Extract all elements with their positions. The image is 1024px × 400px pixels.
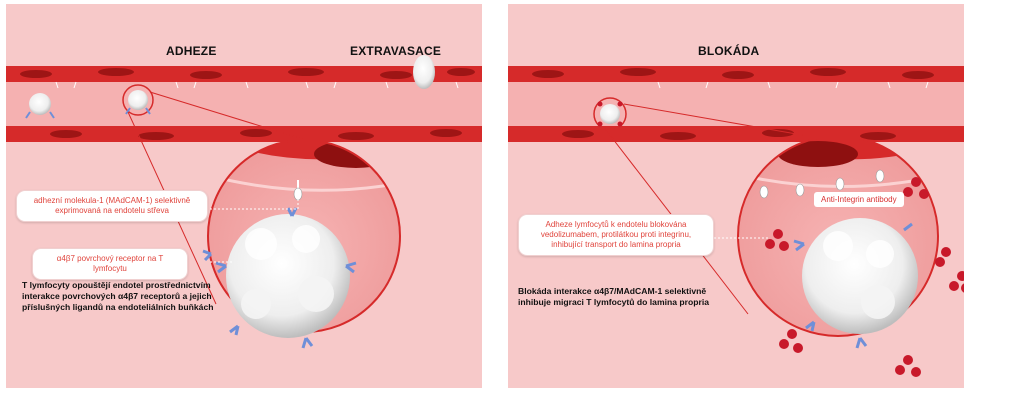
vessel-wall-bottom [508, 126, 964, 142]
lymphocyte-large [802, 218, 918, 334]
lymphocyte-small [25, 93, 55, 119]
lymphocyte-blocked-highlighted [593, 97, 627, 131]
label-adhesion: ADHEZE [166, 44, 217, 58]
label-anti-integrin-antibody: Anti-Integrin antibody [814, 192, 904, 207]
blockade-illustration [508, 66, 964, 377]
adhesion-illustration [6, 55, 482, 349]
vessel-lumen [508, 82, 964, 126]
vessel-wall-top [508, 66, 964, 82]
callout-blockade: Adheze lymfocytů k endotelu blokována ve… [518, 214, 714, 256]
a4b7-receptors [202, 207, 357, 349]
vessel-wall-bottom [6, 126, 482, 142]
blockade-panel: BLOKÁDA Anti-Integrin antibody Adheze ly… [508, 4, 964, 388]
anti-integrin-antibodies [765, 177, 964, 377]
lymphocyte-extravasated [413, 55, 435, 89]
label-blockade: BLOKÁDA [698, 44, 760, 58]
endothelial-ligands [657, 81, 929, 89]
adhesion-description: T lymfocyty opouštějí endotel prostředni… [22, 280, 214, 312]
lymphocyte-highlighted [122, 84, 154, 116]
zoom-line [149, 91, 307, 141]
callout-a4b7-receptor: α4β7 povrchový receptor na T lymfocytu [32, 248, 188, 280]
callout-madcam: adhezní molekula-1 (MAdCAM-1) selektivně… [16, 190, 208, 222]
label-extravasation: EXTRAVASACE [350, 44, 442, 58]
adhesion-panel: ADHEZE EXTRAVASACE adhezní molekula-1 (M… [6, 4, 482, 388]
vessel-wall-top [6, 66, 482, 82]
blockade-description: Blokáda interakce α4β7/MAdCAM-1 selektiv… [518, 286, 710, 307]
lymphocyte-large [226, 214, 350, 338]
madcam-ligands [759, 169, 885, 199]
a4b7-receptors [793, 222, 913, 349]
vessel-lumen [6, 82, 482, 126]
zoom-line [623, 103, 809, 137]
